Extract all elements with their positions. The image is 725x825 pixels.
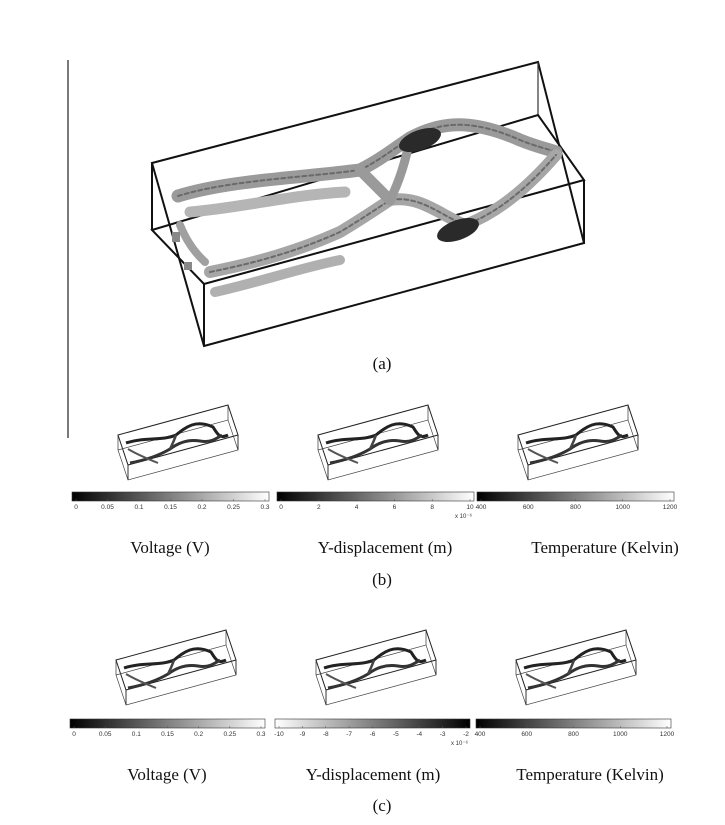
colorbar-label-c-ydisp: Y-displacement (m): [305, 765, 441, 784]
colorbar-tick-label: -10: [274, 731, 284, 738]
colorbar-tick-label: 400: [475, 731, 486, 738]
colorbar-tick-label: 0: [279, 504, 283, 511]
colorbar-tick-label: 600: [523, 504, 534, 511]
colorbar-tick-label: 1000: [613, 731, 628, 738]
colorbar-tick-label: -7: [346, 731, 352, 738]
colorbar-tick-label: 0.15: [164, 504, 177, 511]
colorbar-tick-label: 10: [466, 504, 474, 511]
panel-b-ydisp-plot: [316, 403, 440, 482]
colorbar-tick-label: -9: [299, 731, 305, 738]
colorbar-tick-label: 0.05: [101, 504, 114, 511]
colorbar-tick-label: -5: [393, 731, 399, 738]
colorbar-tick-label: 800: [570, 504, 581, 511]
colorbar-tick-label: 0.1: [132, 731, 141, 738]
colorbar-tick-label: 600: [521, 731, 532, 738]
colorbar-tick-label: 0.2: [194, 731, 203, 738]
panel-a-label: (a): [372, 354, 392, 373]
colorbar-tick-label: -2: [463, 731, 469, 738]
panel-b-label: (b): [372, 570, 392, 589]
colorbar-tick-label: 0.3: [260, 504, 269, 511]
panel-b-temp-plot: [516, 403, 640, 482]
colorbar-tick-label: -8: [323, 731, 329, 738]
colorbar-tick-label: 0: [74, 504, 78, 511]
colorbar-multiplier: x 10⁻⁶: [455, 513, 473, 520]
colorbar-tick-label: 0.1: [134, 504, 143, 511]
colorbar-tick-label: 0.25: [224, 731, 237, 738]
colorbar-tick-label: 1200: [660, 731, 675, 738]
colorbar-tick-label: 800: [568, 731, 579, 738]
colorbar-tick-label: 0: [72, 731, 76, 738]
colorbar-tick-label: 0.2: [197, 504, 206, 511]
colorbar-tick-label: 2: [317, 504, 321, 511]
colorbar-tick-label: -3: [440, 731, 446, 738]
colorbar-tick-label: -6: [370, 731, 376, 738]
colorbar-tick-label: -4: [416, 731, 422, 738]
colorbar-label-c-voltage: Voltage (V): [127, 765, 207, 784]
panel-b-voltage-plot: [116, 403, 240, 482]
colorbar-tick-label: 0.05: [99, 731, 112, 738]
colorbar-tick-label: 400: [476, 504, 487, 511]
colorbar-label-b-temp: Temperature (Kelvin): [531, 538, 679, 557]
colorbar-tick-label: 6: [393, 504, 397, 511]
panel-c-label: (c): [372, 796, 392, 815]
colorbar-tick-label: 0.25: [227, 504, 240, 511]
colorbar-label-b-voltage: Voltage (V): [130, 538, 210, 557]
panel-c-ydisp-plot: [314, 628, 438, 707]
colorbar-tick-label: 0.15: [161, 731, 174, 738]
colorbar-tick-label: 8: [430, 504, 434, 511]
colorbar-label-b-ydisp: Y-displacement (m): [317, 538, 453, 557]
colorbar-multiplier: x 10⁻⁶: [451, 740, 469, 747]
panel-c-temp-plot: [514, 628, 638, 707]
panel-c-voltage-plot: [114, 628, 238, 707]
colorbar-tick-label: 1200: [663, 504, 678, 511]
colorbar-tick-label: 0.3: [256, 731, 265, 738]
panel-b-colorbar-1: [276, 491, 475, 502]
colorbar-label-c-temp: Temperature (Kelvin): [516, 765, 664, 784]
panel-a-mechanism: [150, 60, 586, 348]
colorbar-tick-label: 1000: [616, 504, 631, 511]
colorbar-tick-label: 4: [355, 504, 359, 511]
